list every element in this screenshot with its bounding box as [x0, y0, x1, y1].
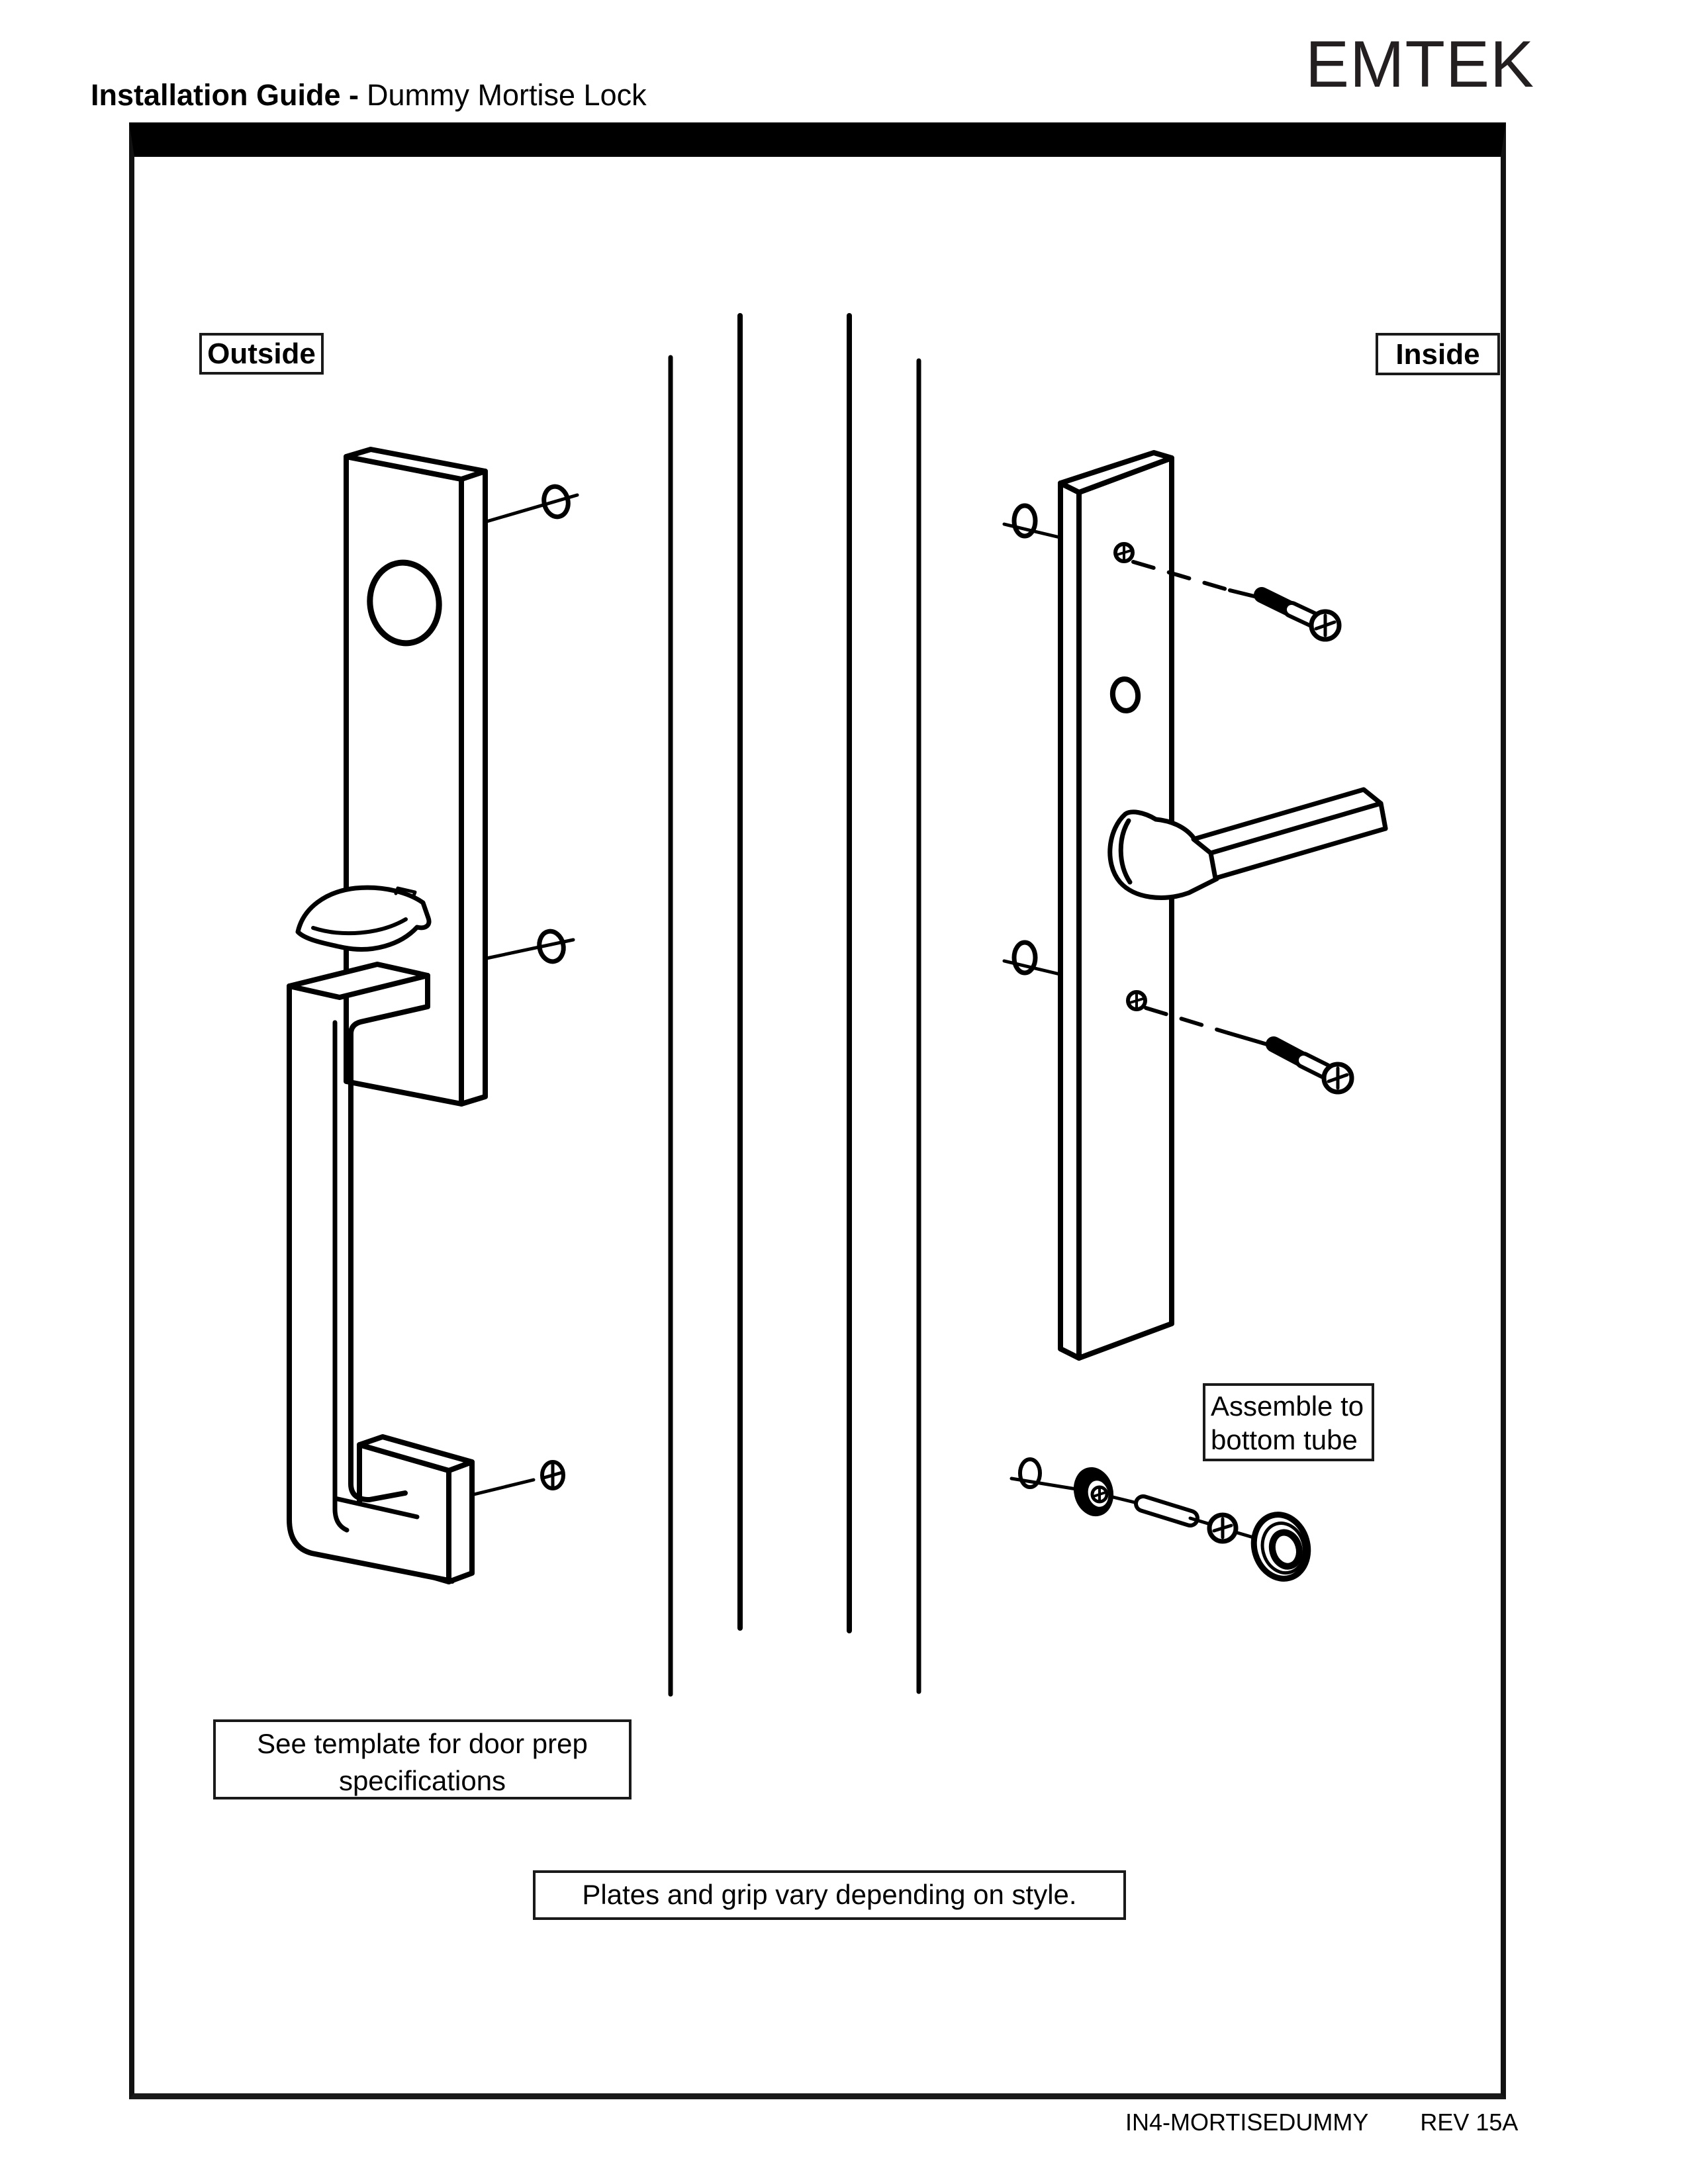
- outside-plate: [344, 447, 488, 1107]
- document-code: IN4-MORTISEDUMMY: [1125, 2109, 1369, 2136]
- door-prep-note-line1: See template for door prep: [257, 1728, 588, 1759]
- plates-note: Plates and grip vary depending on style.: [533, 1870, 1126, 1920]
- page-title-regular: Dummy Mortise Lock: [367, 78, 647, 112]
- washer: [1073, 1467, 1114, 1517]
- screw-hole-top: [1113, 542, 1135, 563]
- assemble-note-line2: bottom tube: [1211, 1424, 1358, 1455]
- screw-hole-bottom: [1126, 990, 1147, 1011]
- cylinder-hole: [367, 559, 442, 647]
- lever-handle: [1107, 787, 1388, 900]
- spindle-hole: [1109, 676, 1141, 713]
- door-prep-note-line2: specifications: [338, 1765, 506, 1796]
- inside-trim-drawing: [1002, 450, 1388, 1361]
- assemble-note-line1: Assemble to: [1211, 1390, 1364, 1422]
- grip-handle: [287, 962, 455, 1584]
- page-footer: IN4-MORTISEDUMMY REV 15A: [1125, 2109, 1518, 2136]
- emtek-logo: EMTEK: [1305, 27, 1535, 101]
- door-edge-lines: [668, 313, 921, 1697]
- assembly-screw-icon: [1009, 1457, 1086, 1492]
- bottom-tube-assembly: [1009, 1457, 1311, 1582]
- mounting-screw-top-icon: [485, 484, 579, 523]
- plate-screw-bottom-icon: [1002, 940, 1062, 976]
- door-prep-note: See template for door prep specification…: [213, 1719, 632, 1799]
- revision-label: REV 15A: [1420, 2109, 1519, 2136]
- outside-handleset-drawing: [287, 447, 579, 1584]
- page-title: Installation Guide -Dummy Mortise Lock: [91, 78, 647, 113]
- plate-screw-top-icon: [1002, 503, 1062, 539]
- inside-label: Inside: [1376, 333, 1500, 375]
- machine-screw-bottom: [1144, 1006, 1354, 1095]
- assemble-note: Assemble to bottom tube: [1203, 1383, 1374, 1461]
- assembly-screw-head: [1207, 1512, 1239, 1544]
- page-title-bold: Installation Guide -: [91, 78, 359, 112]
- spacer-tube: [1134, 1494, 1199, 1527]
- outside-label: Outside: [199, 333, 324, 375]
- inside-plate: [1058, 450, 1174, 1361]
- machine-screw-top: [1131, 560, 1342, 642]
- tube-cap: [1250, 1512, 1311, 1582]
- thumb-piece: [295, 885, 432, 952]
- mounting-screw-middle-icon: [485, 929, 575, 964]
- base-screw-icon: [472, 1460, 565, 1496]
- diagram-frame: [129, 122, 1506, 2099]
